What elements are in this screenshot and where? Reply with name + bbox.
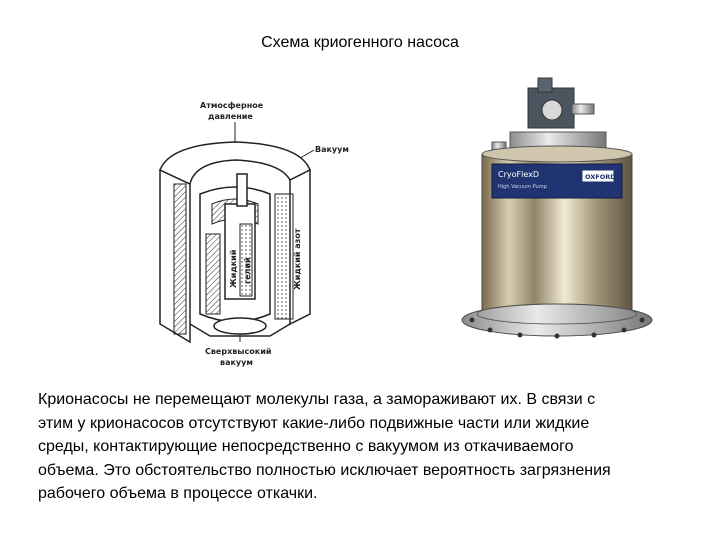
paragraph-line-2: этим у крионасосов отсутствуют какие-либ… xyxy=(38,414,590,432)
cryopump-cross-section-diagram: Атмосферное давление Вакуум Жидкий азот … xyxy=(140,84,380,374)
label-uhv-2: вакуум xyxy=(220,358,253,367)
slide-title: Схема криогенного насоса xyxy=(261,34,459,51)
paragraph-line-5: рабочего объема в процессе откачки. xyxy=(38,485,318,502)
cryopump-product-photo: CryoFlexD High Vacuum Pump OXFORD xyxy=(460,74,660,364)
plate-text: CryoFlexD xyxy=(498,170,539,179)
label-atmospheric-pressure-2: давление xyxy=(208,112,253,121)
label-liquid-helium-1: Жидкий xyxy=(229,250,238,289)
label-liquid-nitrogen: Жидкий азот xyxy=(293,228,302,290)
label-vacuum: Вакуум xyxy=(315,145,349,154)
paragraph-line-3: среды, контактирующие непосредственно с … xyxy=(38,438,574,455)
label-atmospheric-pressure-1: Атмосферное xyxy=(200,101,264,110)
logo-text: OXFORD xyxy=(585,173,616,181)
paragraph-line-4: объема. Это обстоятельство полностью иск… xyxy=(38,461,611,479)
paragraph-line-1: Крионасосы не перемещают молекулы газа, … xyxy=(38,391,596,408)
plate-subtext: High Vacuum Pump xyxy=(498,184,547,190)
label-uhv-1: Сверхвысокий xyxy=(205,347,271,356)
description-paragraph: Крионасосы не перемещают молекулы газа, … xyxy=(38,388,698,506)
label-liquid-helium-2: гелий xyxy=(243,257,252,284)
